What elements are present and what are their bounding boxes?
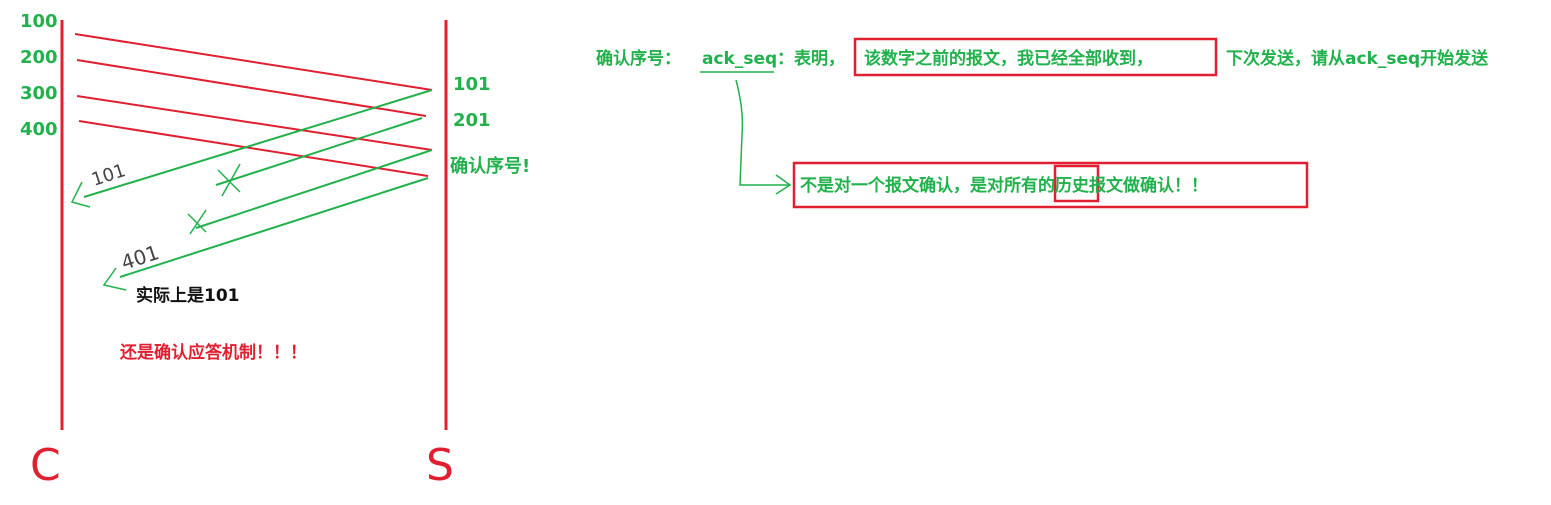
arrowhead-401	[102, 267, 127, 291]
note-still-ack: 还是确认应答机制！！！	[119, 342, 307, 363]
client-label: C	[30, 440, 61, 491]
explanation-middle: ：表明，	[777, 48, 845, 69]
explanation-highlight: 该数字之前的报文，我已经全部收到，	[864, 48, 1153, 69]
detail-highlight: 所有	[1004, 175, 1038, 196]
server-label: S	[426, 440, 454, 491]
seq-label-300: 300	[20, 83, 58, 104]
lost-mark-301	[187, 209, 207, 235]
ack-label-201: 201	[453, 110, 491, 131]
detail-word-box	[1053, 164, 1100, 203]
explanation-prefix: 确认序号：	[596, 48, 681, 69]
ack-arrow-201	[215, 117, 423, 186]
explanation-field: ack_seq	[702, 49, 777, 69]
segment-arrow-400	[78, 120, 429, 177]
ack-caption: 确认序号!	[450, 155, 530, 177]
arrowhead-101	[70, 181, 91, 208]
seq-label-100: 100	[20, 11, 58, 32]
note-actually-101: 实际上是101	[136, 285, 240, 306]
handwritten-401: 401	[118, 240, 162, 275]
connector-line	[735, 79, 790, 186]
lost-mark-201	[217, 163, 241, 197]
segment-arrow-300	[76, 95, 433, 151]
detail-box	[792, 161, 1309, 209]
detail-text: 不是对一个报文确认，是对所有的历史报文做确认！！	[800, 175, 1208, 196]
ack-label-101: 101	[453, 74, 491, 95]
seq-label-200: 200	[20, 47, 58, 68]
ack-arrow-101	[83, 89, 433, 198]
segment-arrow-100	[74, 33, 433, 91]
segment-arrow-200	[76, 59, 427, 117]
ack-arrow-401	[119, 177, 429, 278]
ack-arrow-301	[195, 149, 433, 229]
detail-before: 不是对一个报文确认，是对	[800, 175, 1004, 196]
seq-label-400: 400	[20, 119, 58, 140]
connector-arrowhead	[775, 174, 792, 195]
explanation-suffix: 下次发送，请从ack_seq开始发送	[1226, 48, 1489, 69]
highlight-box	[853, 37, 1218, 77]
detail-after: 的历史报文做确认！！	[1038, 175, 1208, 196]
